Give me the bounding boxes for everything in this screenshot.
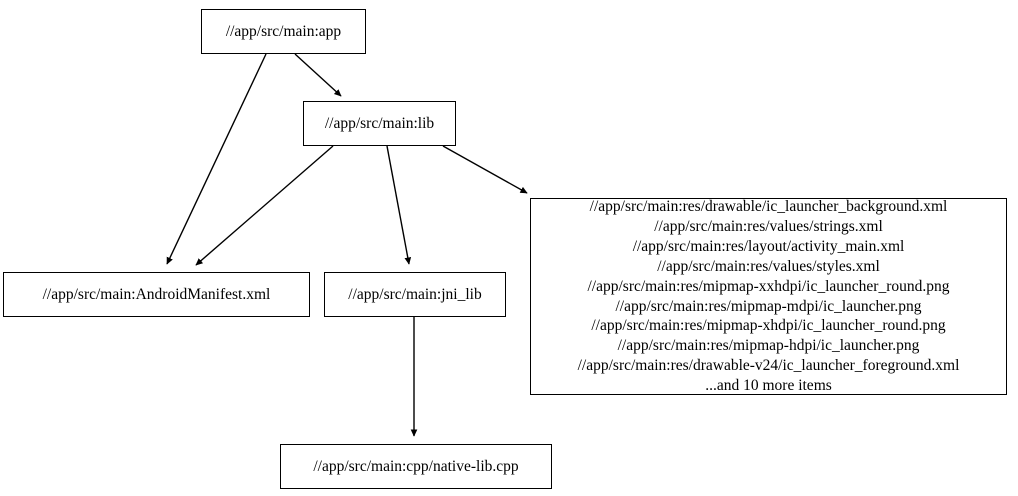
node-app[interactable]: //app/src/main:app [201,9,366,54]
node-native-lib-cpp[interactable]: //app/src/main:cpp/native-lib.cpp [280,444,552,489]
node-app-label: //app/src/main:app [225,22,342,40]
edge-lib-to-resources [442,145,528,194]
node-native-lib-cpp-label: //app/src/main:cpp/native-lib.cpp [313,457,519,475]
node-jni-lib[interactable]: //app/src/main:jni_lib [324,272,506,317]
edge-lib-to-jni-lib [386,145,412,265]
edge-app-to-manifest [166,53,267,265]
edge-app-to-lib [294,53,342,97]
node-resources-label: //app/src/main:res/drawable/ic_launcher_… [577,197,960,395]
node-lib-label: //app/src/main:lib [324,114,435,132]
node-android-manifest-label: //app/src/main:AndroidManifest.xml [42,285,271,303]
edge-lib-to-manifest [195,145,334,266]
node-android-manifest[interactable]: //app/src/main:AndroidManifest.xml [3,272,310,317]
node-lib[interactable]: //app/src/main:lib [303,101,456,146]
node-resources[interactable]: //app/src/main:res/drawable/ic_launcher_… [530,198,1007,395]
node-jni-lib-label: //app/src/main:jni_lib [348,285,482,303]
